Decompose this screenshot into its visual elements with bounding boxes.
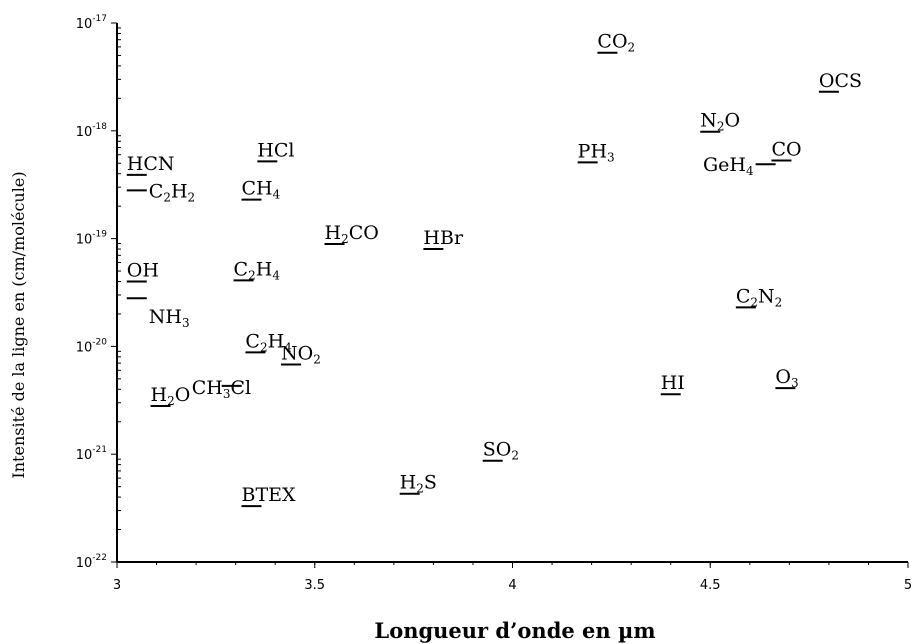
species-label: HCN <box>127 153 175 175</box>
data-marks <box>126 51 839 508</box>
y-axis-title: Intensité de la ligne en (cm/molécule) <box>9 171 28 478</box>
species-label: CH4 <box>241 178 280 202</box>
x-tick-label: 4.5 <box>700 578 721 593</box>
species-label: HCl <box>257 139 294 161</box>
species-label: CO <box>771 139 801 161</box>
species-label: HI <box>661 372 685 394</box>
x-tick-label: 4 <box>508 578 516 593</box>
species-label: NO2 <box>281 342 321 366</box>
species-label: SO2 <box>483 439 519 463</box>
species-label: OH <box>127 259 159 281</box>
y-tick-label: 10-17 <box>76 14 107 32</box>
axes <box>116 23 908 563</box>
species-label: NH3 <box>149 306 190 330</box>
y-tick-label: 10-22 <box>76 553 107 571</box>
species-label: PH3 <box>578 140 615 164</box>
species-labels: HCNC2H2OHNH3H2OHClCH4C2H4C2H4NO2CH3ClBTE… <box>127 31 862 506</box>
x-tick-label: 3 <box>113 578 121 593</box>
y-tick-label: 10-20 <box>76 337 108 355</box>
species-label: CH3Cl <box>192 377 251 401</box>
y-tick-label: 10-19 <box>76 230 108 248</box>
species-label: C2H4 <box>245 330 292 354</box>
y-tick-label: 10-18 <box>76 122 108 140</box>
species-label: H2S <box>400 472 437 496</box>
species-label: C2H4 <box>234 258 281 282</box>
species-label: OCS <box>819 70 862 92</box>
y-tick-label: 10-21 <box>76 445 107 463</box>
species-label: GeH4 <box>703 154 754 178</box>
species-label: H2CO <box>325 222 379 246</box>
species-label: C2H2 <box>149 180 195 204</box>
species-label: N2O <box>700 110 740 134</box>
species-label: CO2 <box>597 31 635 55</box>
species-label: H2O <box>151 384 191 408</box>
species-label: HBr <box>423 227 464 249</box>
x-tick-label: 5 <box>904 578 912 593</box>
species-label: O3 <box>775 366 798 390</box>
x-tick-label: 3.5 <box>304 578 325 593</box>
x-axis-title: Longueur d’onde en µm <box>374 618 655 643</box>
species-label: C2N2 <box>736 285 782 309</box>
ticks: 3 3.5 4 4.5 5 10-22 10-21 10-20 10-19 10-18 10-17 <box>76 14 912 593</box>
species-label: BTEX <box>241 484 296 506</box>
